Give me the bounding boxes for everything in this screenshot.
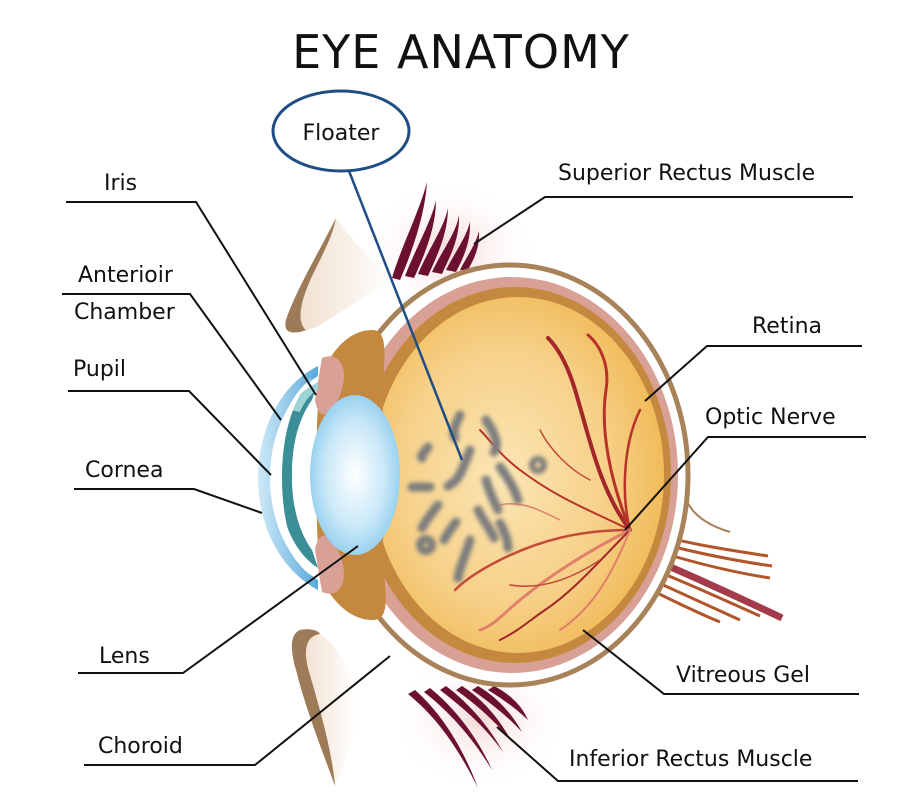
label-cornea: Cornea xyxy=(74,458,263,514)
lens-label: Lens xyxy=(99,644,150,669)
floaters xyxy=(407,410,547,583)
diagram-title: EYE ANATOMY xyxy=(292,25,630,79)
optic-nerve-label: Optic Nerve xyxy=(705,405,836,430)
label-inferior-rectus: Inferior Rectus Muscle xyxy=(496,726,858,782)
vitreous-gel-label: Vitreous Gel xyxy=(676,663,810,688)
retina-label: Retina xyxy=(752,314,822,339)
floater-label: Floater xyxy=(303,121,381,146)
label-optic-nerve: Optic Nerve xyxy=(624,405,866,531)
superior-rectus-muscle xyxy=(392,182,480,280)
choroid-label: Choroid xyxy=(98,734,183,759)
iris-upper xyxy=(315,356,344,415)
retinal-blood-vessels xyxy=(453,333,642,641)
lens xyxy=(310,395,400,555)
pupil-label: Pupil xyxy=(73,357,126,382)
label-superior-rectus: Superior Rectus Muscle xyxy=(473,161,853,245)
label-iris: Iris xyxy=(66,171,317,396)
lower-eyelid xyxy=(291,629,357,786)
anterior-chamber xyxy=(278,382,318,568)
label-retina: Retina xyxy=(644,314,862,402)
anterior-chamber-label-line1: Anterioir xyxy=(78,263,174,288)
iris-label: Iris xyxy=(104,171,137,196)
cornea-label: Cornea xyxy=(85,458,163,483)
label-vitreous-gel: Vitreous Gel xyxy=(582,629,859,695)
inferior-rectus-muscle xyxy=(408,686,528,788)
inferior-rectus-label: Inferior Rectus Muscle xyxy=(569,747,812,772)
superior-rectus-label: Superior Rectus Muscle xyxy=(558,161,815,186)
label-anterior-chamber: Anterioir Chamber xyxy=(62,263,282,421)
cornea xyxy=(258,366,318,590)
label-choroid: Choroid xyxy=(84,655,391,766)
label-pupil: Pupil xyxy=(68,357,272,476)
label-lens: Lens xyxy=(78,545,359,674)
upper-eyelid xyxy=(285,218,392,333)
iris-lower xyxy=(315,535,344,594)
anterior-chamber-label-line2: Chamber xyxy=(74,300,176,325)
floater-callout: Floater xyxy=(271,89,464,461)
vitreous-gel xyxy=(372,297,664,653)
